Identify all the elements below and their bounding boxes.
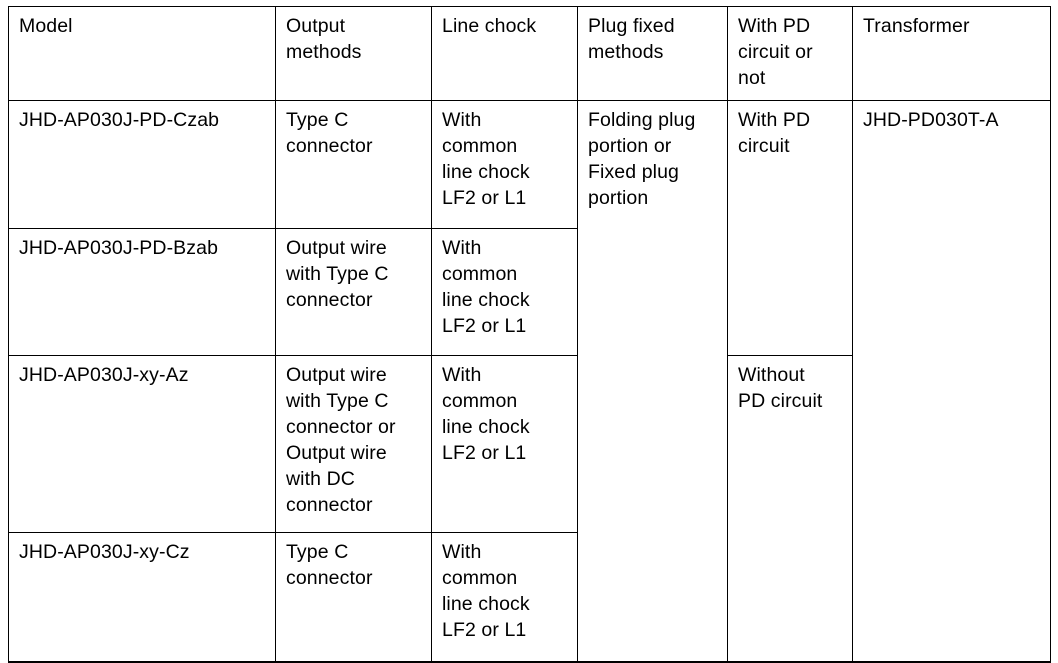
cell-model: JHD-AP030J-xy-Az (8, 355, 276, 533)
table-row: JHD-AP030J-xy-Az Output wire with Type C… (8, 355, 1051, 663)
cell-model: JHD-AP030J-PD-Czab (8, 100, 276, 229)
column-header-with-pd-circuit-or-not: With PD circuit or not (727, 6, 853, 101)
table-header-row: Model Output methods Line chock Plug fix… (8, 6, 1051, 101)
spec-table-container: Model Output methods Line chock Plug fix… (8, 6, 1051, 663)
column-header-plug-fixed-methods: Plug fixed methods (577, 6, 728, 101)
table-row: JHD-AP030J-xy-Cz Type C connector With c… (8, 532, 1051, 663)
cell-line-chock: With common line chock LF2 or L1 (431, 100, 578, 229)
cell-output-methods: Type C connector (275, 100, 432, 229)
cell-model: JHD-AP030J-xy-Cz (8, 532, 276, 663)
cell-pd-circuit-without: Without PD circuit (727, 355, 853, 663)
column-header-line-chock: Line chock (431, 6, 578, 101)
cell-line-chock: With common line chock LF2 or L1 (431, 532, 578, 663)
cell-output-methods: Output wire with Type C connector (275, 228, 432, 356)
cell-model: JHD-AP030J-PD-Bzab (8, 228, 276, 356)
column-header-output-methods: Output methods (275, 6, 432, 101)
cell-line-chock: With common line chock LF2 or L1 (431, 228, 578, 356)
cell-output-methods: Output wire with Type C connector or Out… (275, 355, 432, 533)
cell-plug-fixed-methods: Folding plug portion or Fixed plug porti… (577, 100, 728, 663)
cell-line-chock: With common line chock LF2 or L1 (431, 355, 578, 533)
cell-output-methods: Type C connector (275, 532, 432, 663)
product-specification-table: Model Output methods Line chock Plug fix… (8, 6, 1051, 663)
cell-transformer: JHD-PD030T-A (852, 100, 1051, 663)
cell-pd-circuit-with: With PD circuit (727, 100, 853, 356)
column-header-transformer: Transformer (852, 6, 1051, 101)
table-row: JHD-AP030J-PD-Czab Type C connector With… (8, 100, 1051, 663)
column-header-model: Model (8, 6, 276, 101)
table-row: JHD-AP030J-PD-Bzab Output wire with Type… (8, 228, 1051, 356)
